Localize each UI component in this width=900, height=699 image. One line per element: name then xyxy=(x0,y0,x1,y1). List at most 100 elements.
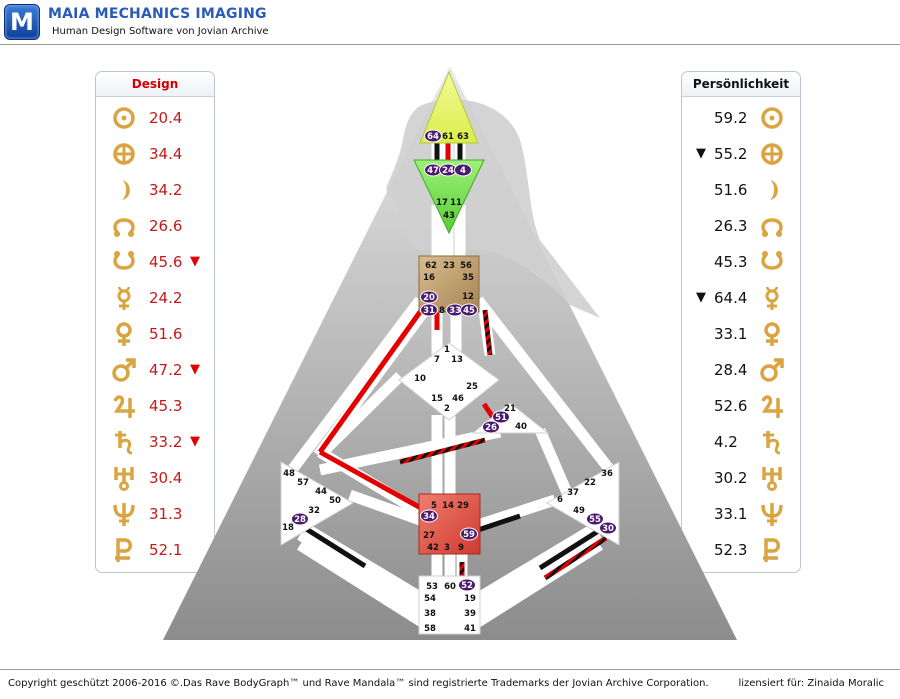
gate-14[interactable]: 14 xyxy=(442,501,454,511)
gate-47[interactable]: 47 xyxy=(424,163,442,177)
gate-60[interactable]: 60 xyxy=(444,582,456,592)
gate-label: 43 xyxy=(443,211,455,221)
gate-4[interactable]: 4 xyxy=(454,163,472,177)
uranus-icon xyxy=(758,464,786,492)
gate-41[interactable]: 41 xyxy=(464,624,476,634)
footer-copyright: Copyright geschützt 2006-2016 ©.Das Rave… xyxy=(8,678,709,689)
gate-48[interactable]: 48 xyxy=(283,469,295,479)
gate-3[interactable]: 3 xyxy=(444,543,450,553)
design-row-uranus: 30.4 xyxy=(96,460,214,496)
gate-label: 32 xyxy=(308,506,320,516)
gate-22[interactable]: 22 xyxy=(584,478,596,488)
gate-19[interactable]: 19 xyxy=(464,594,476,604)
gate-label: 21 xyxy=(504,404,516,414)
gate-label: 31 xyxy=(423,306,435,316)
fixing-mark-icon: ▼ xyxy=(696,146,706,161)
personality-value: 45.3 xyxy=(714,253,748,271)
gate-59[interactable]: 59 xyxy=(460,527,478,541)
gate-38[interactable]: 38 xyxy=(424,609,436,619)
gate-9[interactable]: 9 xyxy=(458,543,464,553)
gate-18[interactable]: 18 xyxy=(282,523,294,533)
gate-57[interactable]: 57 xyxy=(297,478,309,488)
gate-49[interactable]: 49 xyxy=(573,506,585,516)
gate-label: 25 xyxy=(466,382,478,392)
gate-12[interactable]: 12 xyxy=(462,292,474,302)
gate-33[interactable]: 33 xyxy=(446,303,464,317)
gate-17[interactable]: 17 xyxy=(436,198,448,208)
design-value: 45.3 xyxy=(149,397,183,415)
personality-value: 33.1 xyxy=(714,505,748,523)
design-row-earth: 34.4 xyxy=(96,136,214,172)
gate-31[interactable]: 31 xyxy=(420,303,438,317)
design-row-mercury: 24.2 xyxy=(96,280,214,316)
gate-42[interactable]: 42 xyxy=(427,543,439,553)
gate-55[interactable]: 55 xyxy=(586,512,604,526)
gate-27[interactable]: 27 xyxy=(423,531,435,541)
gate-37[interactable]: 37 xyxy=(567,488,579,498)
design-value: 45.6 xyxy=(149,253,183,271)
personality-value: 64.4 xyxy=(714,289,748,307)
gate-label: 1 xyxy=(444,345,450,355)
design-row-moon: 34.2 xyxy=(96,172,214,208)
gate-7[interactable]: 7 xyxy=(434,355,440,365)
gate-54[interactable]: 54 xyxy=(424,594,436,604)
gate-40[interactable]: 40 xyxy=(515,422,527,432)
gate-51[interactable]: 51 xyxy=(492,410,510,424)
gate-50[interactable]: 50 xyxy=(329,496,341,506)
gate-36[interactable]: 36 xyxy=(601,469,613,479)
gate-45[interactable]: 45 xyxy=(460,303,478,317)
gate-label: 3 xyxy=(444,543,450,553)
gate-30[interactable]: 30 xyxy=(599,521,617,535)
gate-56[interactable]: 56 xyxy=(460,261,472,271)
design-value: 33.2 xyxy=(149,433,183,451)
gate-6[interactable]: 6 xyxy=(557,495,563,505)
personality-row-mars: 28.4 xyxy=(682,352,800,388)
gate-label: 14 xyxy=(442,501,454,511)
gate-5[interactable]: 5 xyxy=(431,501,437,511)
gate-63[interactable]: 63 xyxy=(457,132,469,142)
personality-value: 59.2 xyxy=(714,109,748,127)
gate-label: 4 xyxy=(460,166,466,176)
sun-icon xyxy=(110,104,138,132)
gate-34[interactable]: 34 xyxy=(420,509,438,523)
gate-28[interactable]: 28 xyxy=(291,512,309,526)
gate-29[interactable]: 29 xyxy=(457,501,469,511)
gate-8[interactable]: 8 xyxy=(439,306,445,316)
gate-46[interactable]: 46 xyxy=(452,394,464,404)
gate-label: 17 xyxy=(436,198,448,208)
gate-2[interactable]: 2 xyxy=(444,404,450,414)
gate-23[interactable]: 23 xyxy=(443,261,455,271)
gate-52[interactable]: 52 xyxy=(458,578,476,592)
gate-61[interactable]: 61 xyxy=(442,132,454,142)
gate-25[interactable]: 25 xyxy=(466,382,478,392)
gate-13[interactable]: 13 xyxy=(451,355,463,365)
gate-1[interactable]: 1 xyxy=(444,345,450,355)
gate-21[interactable]: 21 xyxy=(504,404,516,414)
personality-row-earth: 55.2▼ xyxy=(682,136,800,172)
gate-44[interactable]: 44 xyxy=(315,487,327,497)
gate-26[interactable]: 26 xyxy=(482,420,500,434)
personality-value: 51.6 xyxy=(714,181,748,199)
gate-32[interactable]: 32 xyxy=(308,506,320,516)
gate-64[interactable]: 64 xyxy=(424,129,442,143)
gate-43[interactable]: 43 xyxy=(443,211,455,221)
gate-16[interactable]: 16 xyxy=(423,273,435,283)
gate-badge xyxy=(291,512,309,526)
pluto-icon xyxy=(758,536,786,564)
gate-39[interactable]: 39 xyxy=(464,609,476,619)
gate-15[interactable]: 15 xyxy=(431,394,443,404)
gate-24[interactable]: 24 xyxy=(439,163,457,177)
gate-20[interactable]: 20 xyxy=(420,290,438,304)
gate-62[interactable]: 62 xyxy=(425,261,437,271)
gate-label: 20 xyxy=(423,293,435,303)
gate-label: 15 xyxy=(431,394,443,404)
jupiter-icon xyxy=(110,392,138,420)
fixing-mark-icon: ▼ xyxy=(190,362,200,377)
venus-icon xyxy=(758,320,786,348)
gate-11[interactable]: 11 xyxy=(450,198,462,208)
gate-58[interactable]: 58 xyxy=(424,624,436,634)
gate-10[interactable]: 10 xyxy=(414,374,426,384)
gate-53[interactable]: 53 xyxy=(426,582,438,592)
gate-35[interactable]: 35 xyxy=(462,273,474,283)
